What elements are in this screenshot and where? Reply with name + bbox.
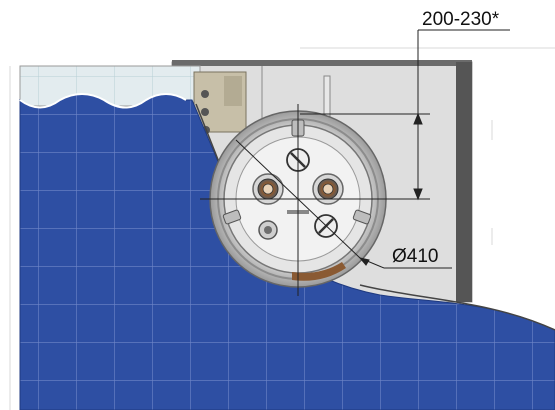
depth-label: 200-230*	[422, 9, 500, 30]
light-icon	[258, 220, 278, 240]
water-body	[19, 93, 555, 410]
depth-dimension	[300, 29, 510, 201]
nozzle-icon	[312, 173, 344, 205]
center-lines	[200, 104, 430, 296]
diameter-label: Ø410	[392, 246, 438, 267]
diameter-leader	[358, 257, 452, 269]
guide-lines	[9, 47, 555, 410]
nozzle-icon	[252, 173, 284, 205]
